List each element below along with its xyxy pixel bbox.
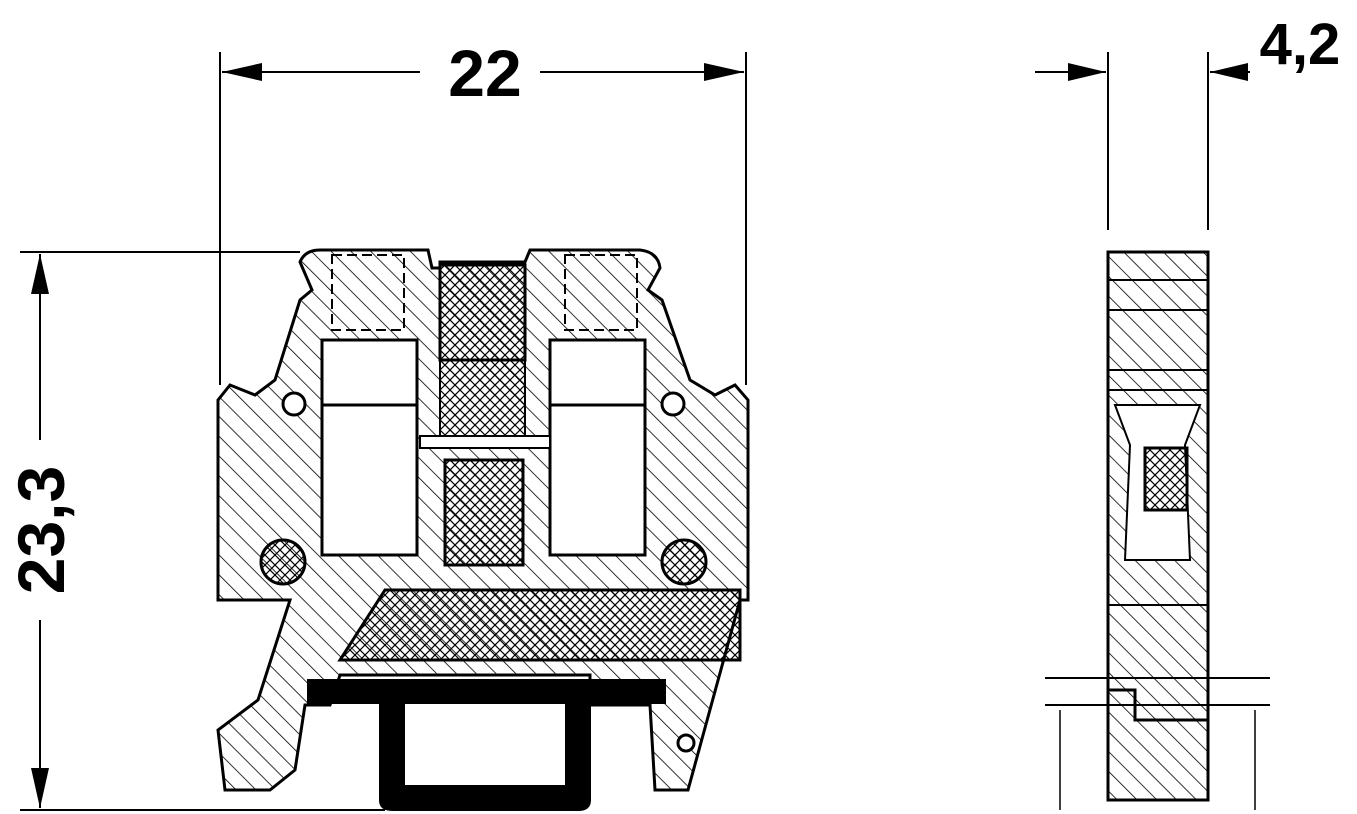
thickness-label: 4,2: [1260, 12, 1341, 77]
arrow-right-icon: [704, 63, 744, 81]
height-label: 23,3: [4, 466, 78, 594]
arrow-left-icon: [222, 63, 262, 81]
front-view: [216, 248, 750, 811]
din-rail: [307, 679, 666, 811]
arrow-right-icon: [1068, 63, 1106, 81]
thickness-dimension: 4,2: [1035, 12, 1340, 230]
side-view: [1045, 250, 1270, 810]
height-dimension: 23,3: [4, 251, 385, 811]
width-dimension: 22: [219, 36, 747, 385]
arrow-left-icon: [1210, 63, 1248, 81]
width-label: 22: [448, 36, 521, 110]
arrow-up-icon: [31, 254, 49, 294]
arrow-down-icon: [31, 768, 49, 808]
